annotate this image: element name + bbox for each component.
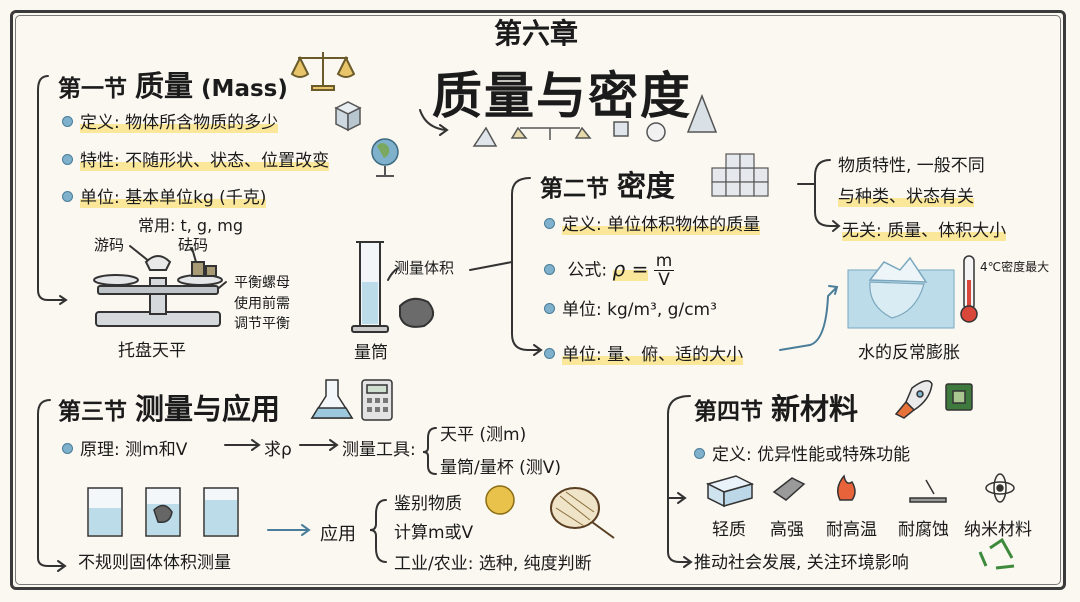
sec2-definition: 定义: 单位体积物体的质量 <box>544 210 761 235</box>
sec2-label: 第二节 <box>540 176 609 202</box>
material-light: 轻质 <box>712 520 746 540</box>
sec1-unit: 单位: 基本单位kg (千克) <box>62 183 267 208</box>
balance-caption: 托盘天平 <box>118 341 186 361</box>
sec1-name: 质量 <box>135 69 194 103</box>
sec4-heading: 第四节 新材料 <box>694 386 858 428</box>
water-caption: 水的反常膨胀 <box>858 343 960 363</box>
flask-icon <box>310 379 354 419</box>
recycle-icon <box>978 537 1015 570</box>
rocket-icon <box>894 380 933 419</box>
sec2-name: 密度 <box>617 169 676 203</box>
tray-balance-drawing <box>93 255 223 327</box>
apply-label: 应用 <box>320 524 356 545</box>
sec2-note1a: 物质特性, 一般不同 <box>838 156 985 176</box>
sieve-icon <box>550 487 615 539</box>
calculator-icon <box>361 379 393 421</box>
note-label-1: 使用前需 <box>234 296 290 312</box>
sec2-note2: 无关: 质量、体积大小 <box>842 221 1007 241</box>
cylinder-drawing <box>351 241 435 333</box>
rider-label: 游码 <box>94 236 125 254</box>
chip-icon <box>945 383 973 411</box>
chapter-label: 第六章 <box>494 17 579 50</box>
sec2-heading: 第二节 密度 <box>540 163 675 205</box>
material-heat-resistant: 耐高温 <box>826 520 877 540</box>
app-industry: 工业/农业: 选种, 纯度判断 <box>394 554 592 574</box>
sec3-principle-b: 求ρ <box>264 440 292 460</box>
note-label-2: 调节平衡 <box>234 316 290 332</box>
sec2-unit: 单位: kg/m³, g/cm³ <box>544 295 717 320</box>
sec4-name: 新材料 <box>771 392 859 426</box>
sec1-name-en: (Mass) <box>201 76 288 102</box>
cube-stack-icon <box>711 153 769 197</box>
cube-icon <box>334 101 362 132</box>
sec4-definition: 定义: 优异性能或特殊功能 <box>694 440 910 465</box>
sec3-label: 第三节 <box>58 399 127 425</box>
sec3-tool2: 量筒/量杯 (测V) <box>440 458 562 478</box>
chapter-decor <box>472 93 718 147</box>
irregular-caption: 不规则固体体积测量 <box>78 553 231 573</box>
material-nano: 纳米材料 <box>964 520 1032 540</box>
weights-label: 砝码 <box>178 236 209 254</box>
thermometer-icon <box>960 255 978 323</box>
sec3-heading: 第三节 测量与应用 <box>58 386 280 428</box>
scale-icon <box>290 52 356 91</box>
globe-icon <box>371 138 399 177</box>
sec1-common-units: 常用: t, g, mg <box>138 216 243 235</box>
sec2-note1b: 与种类、状态有关 <box>838 187 974 207</box>
beakers-drawing <box>87 487 239 537</box>
sec3-name: 测量与应用 <box>135 392 281 426</box>
app-calculate: 计算m或V <box>394 523 474 543</box>
material-strong: 高强 <box>770 520 804 540</box>
sec1-heading: 第一节 质量 (Mass) <box>58 63 288 105</box>
nut-label: 平衡螺母 <box>234 275 290 291</box>
material-corrosion-resistant: 耐腐蚀 <box>898 520 949 540</box>
sec1-property: 特性: 不随形状、状态、位置改变 <box>62 146 330 171</box>
thermometer-label: 4℃密度最大 <box>980 260 1050 274</box>
coin-icon <box>485 485 515 515</box>
iceberg-drawing <box>847 256 955 329</box>
sec3-principle-c: 测量工具: <box>342 440 416 460</box>
measure-volume-label: 测量体积 <box>394 259 455 277</box>
cylinder-caption: 量筒 <box>354 343 388 363</box>
sec3-principle-a: 原理: 测m和V <box>62 435 187 460</box>
inner-frame <box>15 15 1061 585</box>
material-icons <box>705 473 1015 508</box>
sec4-bottom: 推动社会发展, 关注环境影响 <box>694 553 909 573</box>
app-identify: 鉴别物质 <box>394 494 462 514</box>
page-title: 质量与密度 <box>432 67 692 125</box>
sec2-unit2: 单位: 量、俯、适的大小 <box>544 340 744 365</box>
sec4-label: 第四节 <box>694 399 763 425</box>
sec3-tool1: 天平 (测m) <box>440 425 527 445</box>
sec1-label: 第一节 <box>58 76 127 102</box>
sec1-definition: 定义: 物体所含物质的多少 <box>62 108 279 133</box>
outer-frame <box>10 10 1066 590</box>
